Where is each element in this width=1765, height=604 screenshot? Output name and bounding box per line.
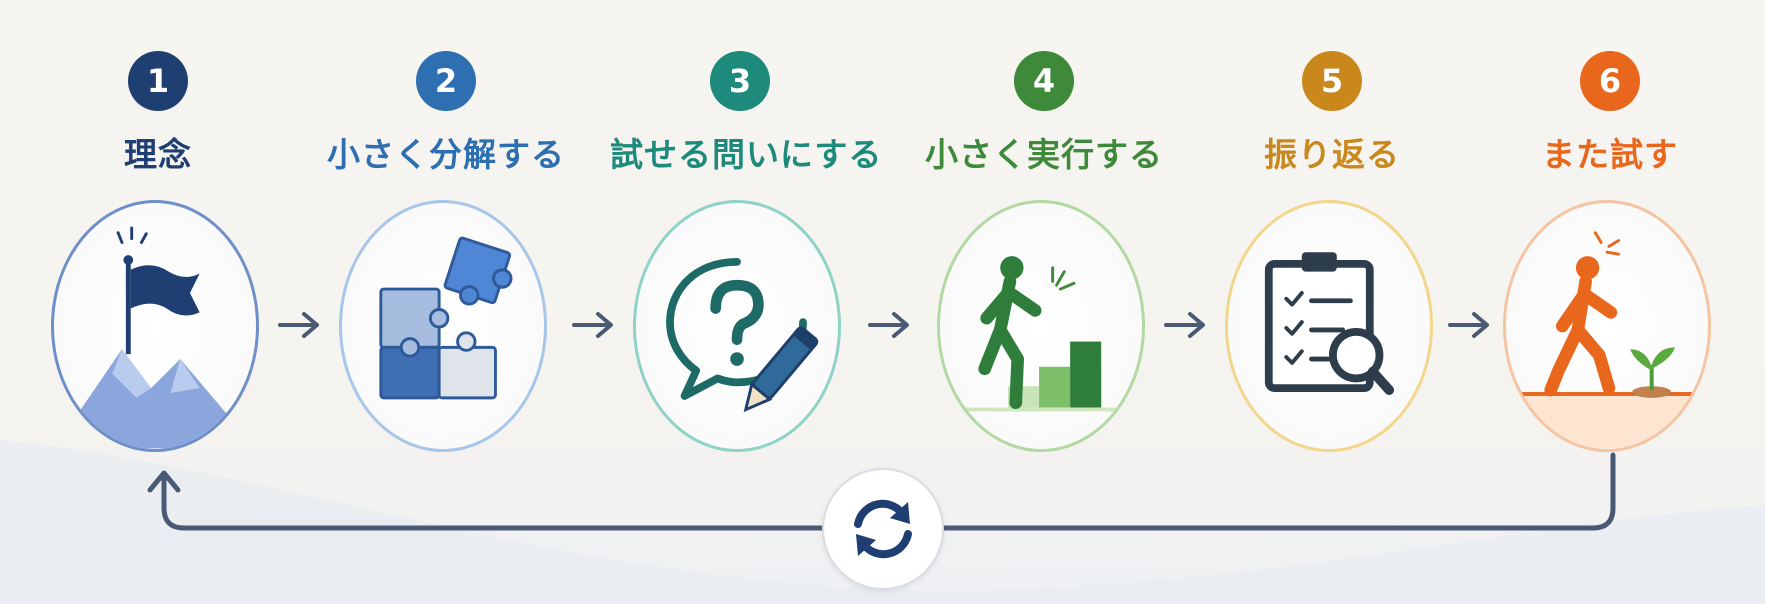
step-5-circle (1225, 200, 1433, 452)
step-3-circle (633, 200, 841, 452)
step-4: 4 小さく実行する (914, 0, 1174, 470)
step-4-circle (937, 200, 1145, 452)
step-1-circle (51, 200, 259, 452)
arrow-3-4 (868, 312, 909, 338)
step-6-label: また試す (1542, 135, 1678, 174)
step-3: 3 試せる問いにする (610, 0, 883, 470)
step-5-label: 振り返る (1264, 135, 1400, 174)
step-3-badge: 3 (710, 51, 770, 111)
step-6-badge: 6 (1580, 51, 1640, 111)
step-6-circle (1503, 200, 1711, 452)
cycle-button[interactable] (822, 468, 944, 590)
flag-on-mountain-icon (54, 226, 256, 449)
step-4-badge: 4 (1014, 51, 1074, 111)
clipboard-magnifier-icon (1264, 252, 1395, 395)
arrow-2-3 (572, 312, 613, 338)
step-6: 6 また試す (1480, 0, 1740, 470)
step-5: 5 振り返る (1202, 0, 1462, 470)
step-1-badge: 1 (128, 51, 188, 111)
step-2: 2 小さく分解する (316, 0, 576, 470)
question-bubble-pencil-icon (666, 258, 819, 413)
step-2-badge: 2 (416, 51, 476, 111)
arrow-5-6 (1448, 312, 1489, 338)
arrow-4-5 (1164, 312, 1205, 338)
step-1: 1 理念 (28, 0, 288, 470)
step-4-label: 小さく実行する (925, 135, 1163, 174)
cycle-arrows-icon (854, 499, 912, 559)
step-5-badge: 5 (1302, 51, 1362, 111)
person-climbing-steps-icon (959, 256, 1125, 412)
step-1-label: 理念 (124, 135, 192, 174)
puzzle-pieces-icon (379, 236, 513, 400)
step-2-circle (339, 200, 547, 452)
arrow-1-2 (278, 312, 319, 338)
step-2-label: 小さく分解する (327, 135, 565, 174)
step-3-label: 試せる問いにする (610, 135, 883, 174)
person-walking-sprout-icon (1506, 231, 1708, 449)
